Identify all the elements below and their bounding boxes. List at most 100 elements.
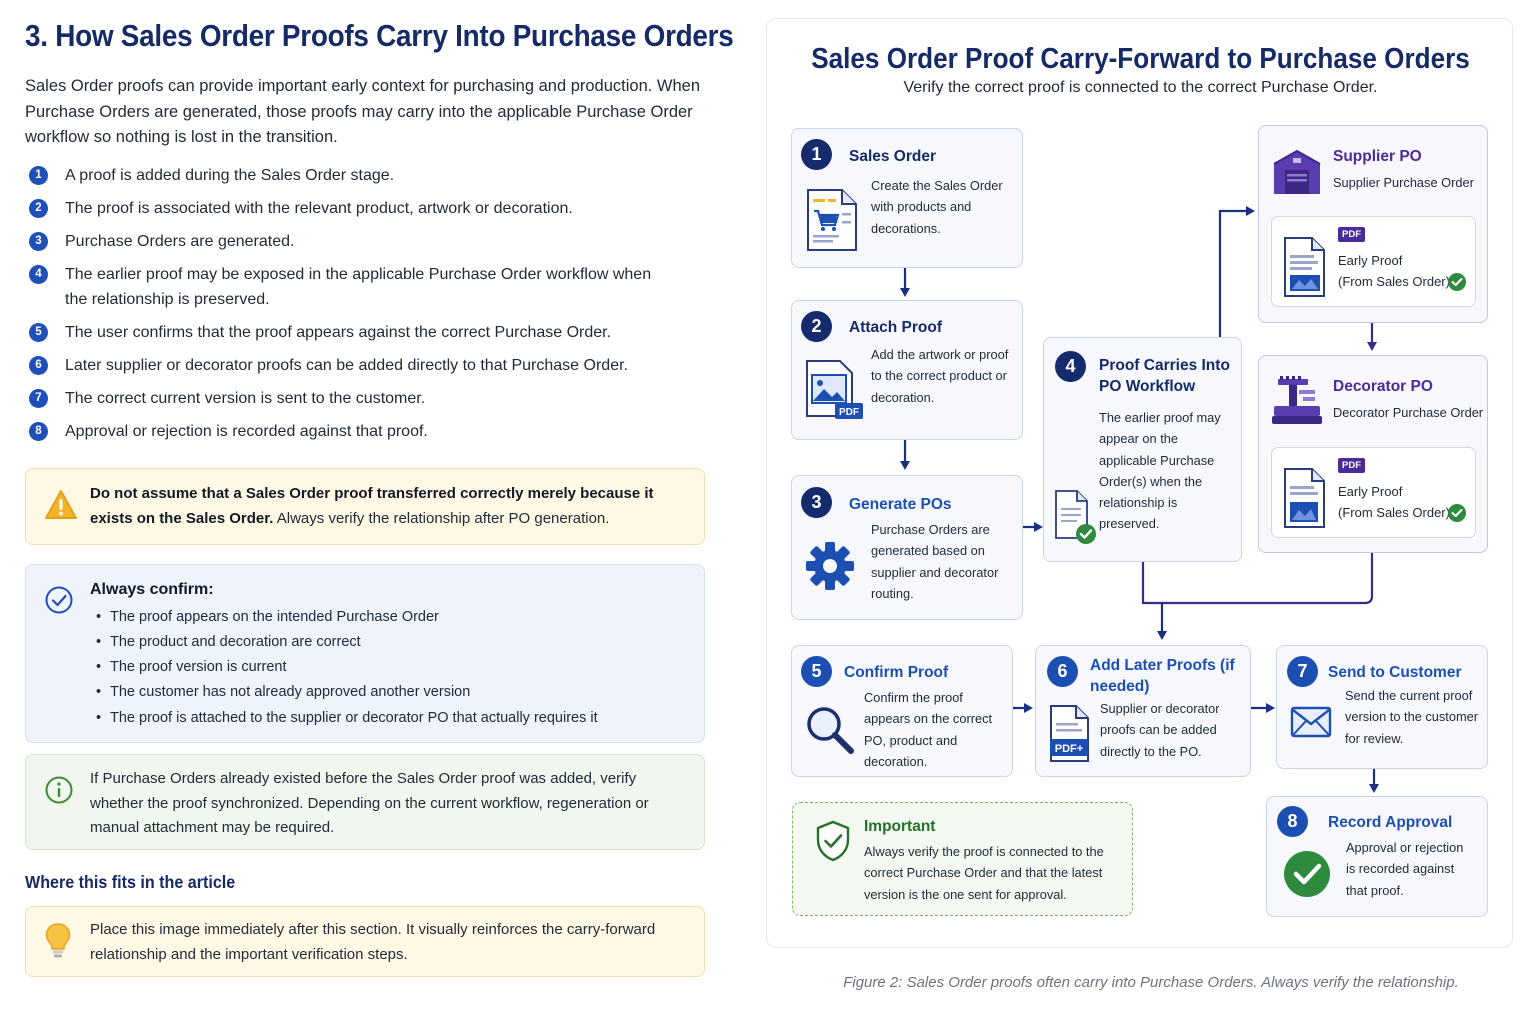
step-card-generate-pos: 3 Generate POs Purchase Orders are gener… <box>791 475 1023 620</box>
check-circle-icon <box>1284 851 1330 897</box>
list-item: 5 The user confirms that the proof appear… <box>25 320 665 345</box>
warehouse-icon <box>1273 149 1321 194</box>
list-item: 8 Approval or rejection is recorded again… <box>25 419 665 444</box>
check-circle-outline-icon <box>45 586 73 614</box>
image-pdf-icon: PDF <box>806 360 863 419</box>
proof-document-icon <box>1284 237 1325 297</box>
confirm-list: The proof appears on the intended Purcha… <box>90 605 680 732</box>
step-card-add-later-proofs: 6 Add Later Proofs (if needed) PDF+ Supp… <box>1035 645 1251 777</box>
card-description: Add the artwork or proof to the correct … <box>871 347 1009 405</box>
step-number-badge: 5 <box>29 322 48 342</box>
list-item: The customer has not already approved an… <box>90 680 680 706</box>
step-badge: 4 <box>1055 351 1086 382</box>
steps-list: 1 A proof is added during the Sales Order… <box>25 163 715 444</box>
step-number-badge: 1 <box>29 165 48 185</box>
step-badge: 3 <box>801 487 832 518</box>
card-description: Confirm the proof appears on the correct… <box>864 690 993 769</box>
card-description: Supplier or decorator proofs can be adde… <box>1100 701 1220 759</box>
card-title: Record Approval <box>1328 814 1453 831</box>
pdf-plus-tag: PDF+ <box>1055 743 1083 755</box>
step-badge: 8 <box>1277 806 1308 837</box>
check-circle-icon <box>1448 273 1466 291</box>
card-title: Proof Carries Into PO Workflow <box>1099 357 1230 395</box>
card-description: Create the Sales Order with products and… <box>871 178 1003 236</box>
card-title: Send to Customer <box>1328 664 1462 681</box>
list-item: The product and decoration are correct <box>90 630 680 656</box>
early-proof-label: Early Proof <box>1338 484 1403 499</box>
step-text: The earlier proof may be exposed in the … <box>65 265 652 308</box>
magnifier-icon <box>807 707 854 754</box>
step-card-send-to-customer: 7 Send to Customer Send the current proo… <box>1276 645 1488 769</box>
info-callout: If Purchase Orders already existed befor… <box>25 754 705 850</box>
card-title: Attach Proof <box>849 319 942 336</box>
step-number-badge: 3 <box>29 231 48 251</box>
warning-bold-text: Do not assume that a Sales Order proof t… <box>90 485 654 527</box>
where-heading: Where this fits in the article <box>25 872 236 892</box>
card-title: Confirm Proof <box>844 664 949 681</box>
list-item: 7 The correct current version is sent to … <box>25 386 665 411</box>
lightbulb-icon <box>45 923 71 958</box>
step-badge: 6 <box>1047 656 1078 687</box>
step-number-badge: 4 <box>29 264 48 284</box>
early-proof-source: (From Sales Order) <box>1338 274 1450 289</box>
step-badge: 5 <box>801 656 832 687</box>
placement-callout: Place this image immediately after this … <box>25 906 705 977</box>
step-text: Purchase Orders are generated. <box>65 232 295 250</box>
card-description: Approval or rejection is recorded agains… <box>1346 840 1464 898</box>
list-item: 6 Later supplier or decorator proofs can … <box>25 353 665 378</box>
step-text: The user confirms that the proof appears… <box>65 323 612 341</box>
step-text: The proof is associated with the relevan… <box>65 199 573 217</box>
envelope-icon <box>1290 706 1332 738</box>
card-description: Decorator Purchase Order <box>1333 405 1484 420</box>
shield-check-icon <box>816 820 850 862</box>
early-proof-box: PDF Early Proof (From Sales Order) <box>1271 216 1476 307</box>
step-number-badge: 7 <box>29 388 48 408</box>
confirm-title: Always confirm: <box>90 581 214 598</box>
step-card-record-approval: 8 Record Approval Approval or rejection … <box>1266 796 1488 917</box>
intro-paragraph: Sales Order proofs can provide important… <box>25 77 701 146</box>
step-text: Approval or rejection is recorded agains… <box>65 422 428 440</box>
card-title: Add Later Proofs (if needed) <box>1090 657 1235 695</box>
confirm-content: Always confirm: The proof appears on the… <box>90 578 680 731</box>
warning-icon <box>45 490 77 519</box>
proof-document-icon <box>1284 468 1325 528</box>
diagram-subtitle: Verify the correct proof is connected to… <box>903 79 1378 96</box>
supplier-po-card: Supplier PO Supplier Purchase Order PDF … <box>1258 125 1488 323</box>
important-callout: Important Always verify the proof is con… <box>792 802 1133 916</box>
step-card-proof-carries: 4 Proof Carries Into PO Workflow The ear… <box>1043 337 1242 562</box>
important-text: Always verify the proof is connected to … <box>864 844 1104 902</box>
list-item: The proof appears on the intended Purcha… <box>90 605 680 631</box>
diagram-title: Sales Order Proof Carry-Forward to Purch… <box>811 43 1470 75</box>
card-description: Send the current proof version to the cu… <box>1345 688 1479 746</box>
card-title: Sales Order <box>849 148 937 165</box>
step-number-badge: 6 <box>29 355 48 375</box>
gear-icon <box>806 542 854 590</box>
step-text: A proof is added during the Sales Order … <box>65 166 395 184</box>
sales-order-document-icon <box>807 189 857 251</box>
list-item: The proof is attached to the supplier or… <box>90 706 680 732</box>
document-check-icon <box>1055 490 1096 544</box>
step-text: Later supplier or decorator proofs can b… <box>65 356 628 374</box>
important-title: Important <box>864 818 936 835</box>
embroidery-machine-icon <box>1272 376 1322 424</box>
card-description: The earlier proof may appear on the appl… <box>1099 410 1221 532</box>
early-proof-label: Early Proof <box>1338 253 1403 268</box>
section-heading: 3. How Sales Order Proofs Carry Into Pur… <box>25 18 734 53</box>
early-proof-box: PDF Early Proof (From Sales Order) <box>1271 447 1476 538</box>
arrow-4-to-supplier <box>1218 206 1255 337</box>
early-proof-source: (From Sales Order) <box>1338 505 1450 520</box>
check-circle-icon <box>1448 504 1466 522</box>
figure-caption: Figure 2: Sales Order proofs often carry… <box>843 974 1459 991</box>
arrow-decorator-merge <box>1141 553 1374 605</box>
step-text: The correct current version is sent to t… <box>65 389 426 407</box>
info-icon <box>45 776 73 804</box>
confirm-callout: Always confirm: The proof appears on the… <box>25 564 705 743</box>
step-card-confirm-proof: 5 Confirm Proof Confirm the proof appear… <box>791 645 1013 777</box>
card-title: Decorator PO <box>1333 378 1433 395</box>
pdf-tag: PDF <box>1338 458 1365 473</box>
list-item: 4 The earlier proof may be exposed in the… <box>25 262 665 312</box>
step-number-badge: 8 <box>29 421 48 441</box>
warning-rest-text: Always verify the relationship after PO … <box>273 509 610 527</box>
warning-text: Do not assume that a Sales Order proof t… <box>90 482 680 531</box>
